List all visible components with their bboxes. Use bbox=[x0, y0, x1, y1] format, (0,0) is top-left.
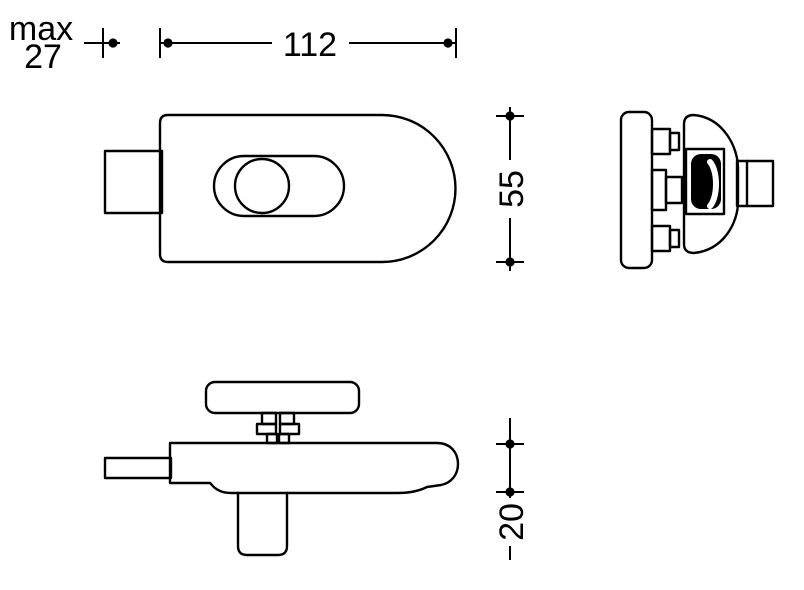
dim-dot-top bbox=[505, 439, 515, 449]
spindle-hub-side bbox=[664, 175, 684, 205]
side-view bbox=[619, 110, 775, 270]
height-value-label: 55 bbox=[493, 170, 531, 208]
depth-value-label: 20 bbox=[493, 503, 531, 541]
thumbturn-circle bbox=[233, 157, 291, 215]
screw-post-bottom-tip bbox=[668, 228, 681, 249]
spindle-part bbox=[265, 432, 279, 445]
spindle-side bbox=[650, 168, 668, 212]
dim-dot-bottom bbox=[505, 257, 515, 267]
latch-bolt-side bbox=[735, 159, 775, 208]
max-label: max bbox=[9, 10, 73, 48]
screw-post-top bbox=[650, 127, 672, 156]
max-value-label: 27 bbox=[24, 38, 62, 76]
spindle-part bbox=[255, 422, 278, 436]
dim-dot-right bbox=[443, 38, 453, 48]
lock-body-front bbox=[158, 113, 457, 264]
dim-dot-top bbox=[505, 111, 515, 121]
thumbturn-housing-side bbox=[684, 147, 726, 216]
dimension-depth: 20 bbox=[493, 418, 531, 560]
latch-bolt-front bbox=[103, 149, 164, 215]
latch-bolt-top bbox=[103, 456, 173, 480]
lock-body-top bbox=[168, 441, 460, 495]
spindle-part bbox=[277, 432, 291, 445]
thumbturn-slot bbox=[212, 154, 346, 218]
dimension-max-projection: max 27 bbox=[9, 10, 120, 76]
mounting-plate-side bbox=[619, 110, 654, 270]
thumbturn-highlight bbox=[707, 159, 719, 209]
dim-dot-left bbox=[163, 38, 173, 48]
width-value-label: 112 bbox=[283, 26, 337, 64]
strike-block-top bbox=[236, 491, 289, 557]
dimension-height: 55 bbox=[493, 107, 531, 271]
front-view bbox=[103, 113, 457, 264]
screw-post-bottom bbox=[650, 224, 672, 253]
dim-dot bbox=[108, 38, 118, 48]
spindle-part bbox=[278, 411, 296, 426]
dimension-width: 112 bbox=[159, 26, 457, 64]
screw-post-top-tip bbox=[668, 131, 681, 152]
spindle-part bbox=[260, 411, 278, 426]
knob-top bbox=[204, 380, 361, 415]
spindle-part bbox=[278, 422, 301, 436]
top-view bbox=[103, 380, 460, 557]
dim-dot-bottom bbox=[505, 487, 515, 497]
